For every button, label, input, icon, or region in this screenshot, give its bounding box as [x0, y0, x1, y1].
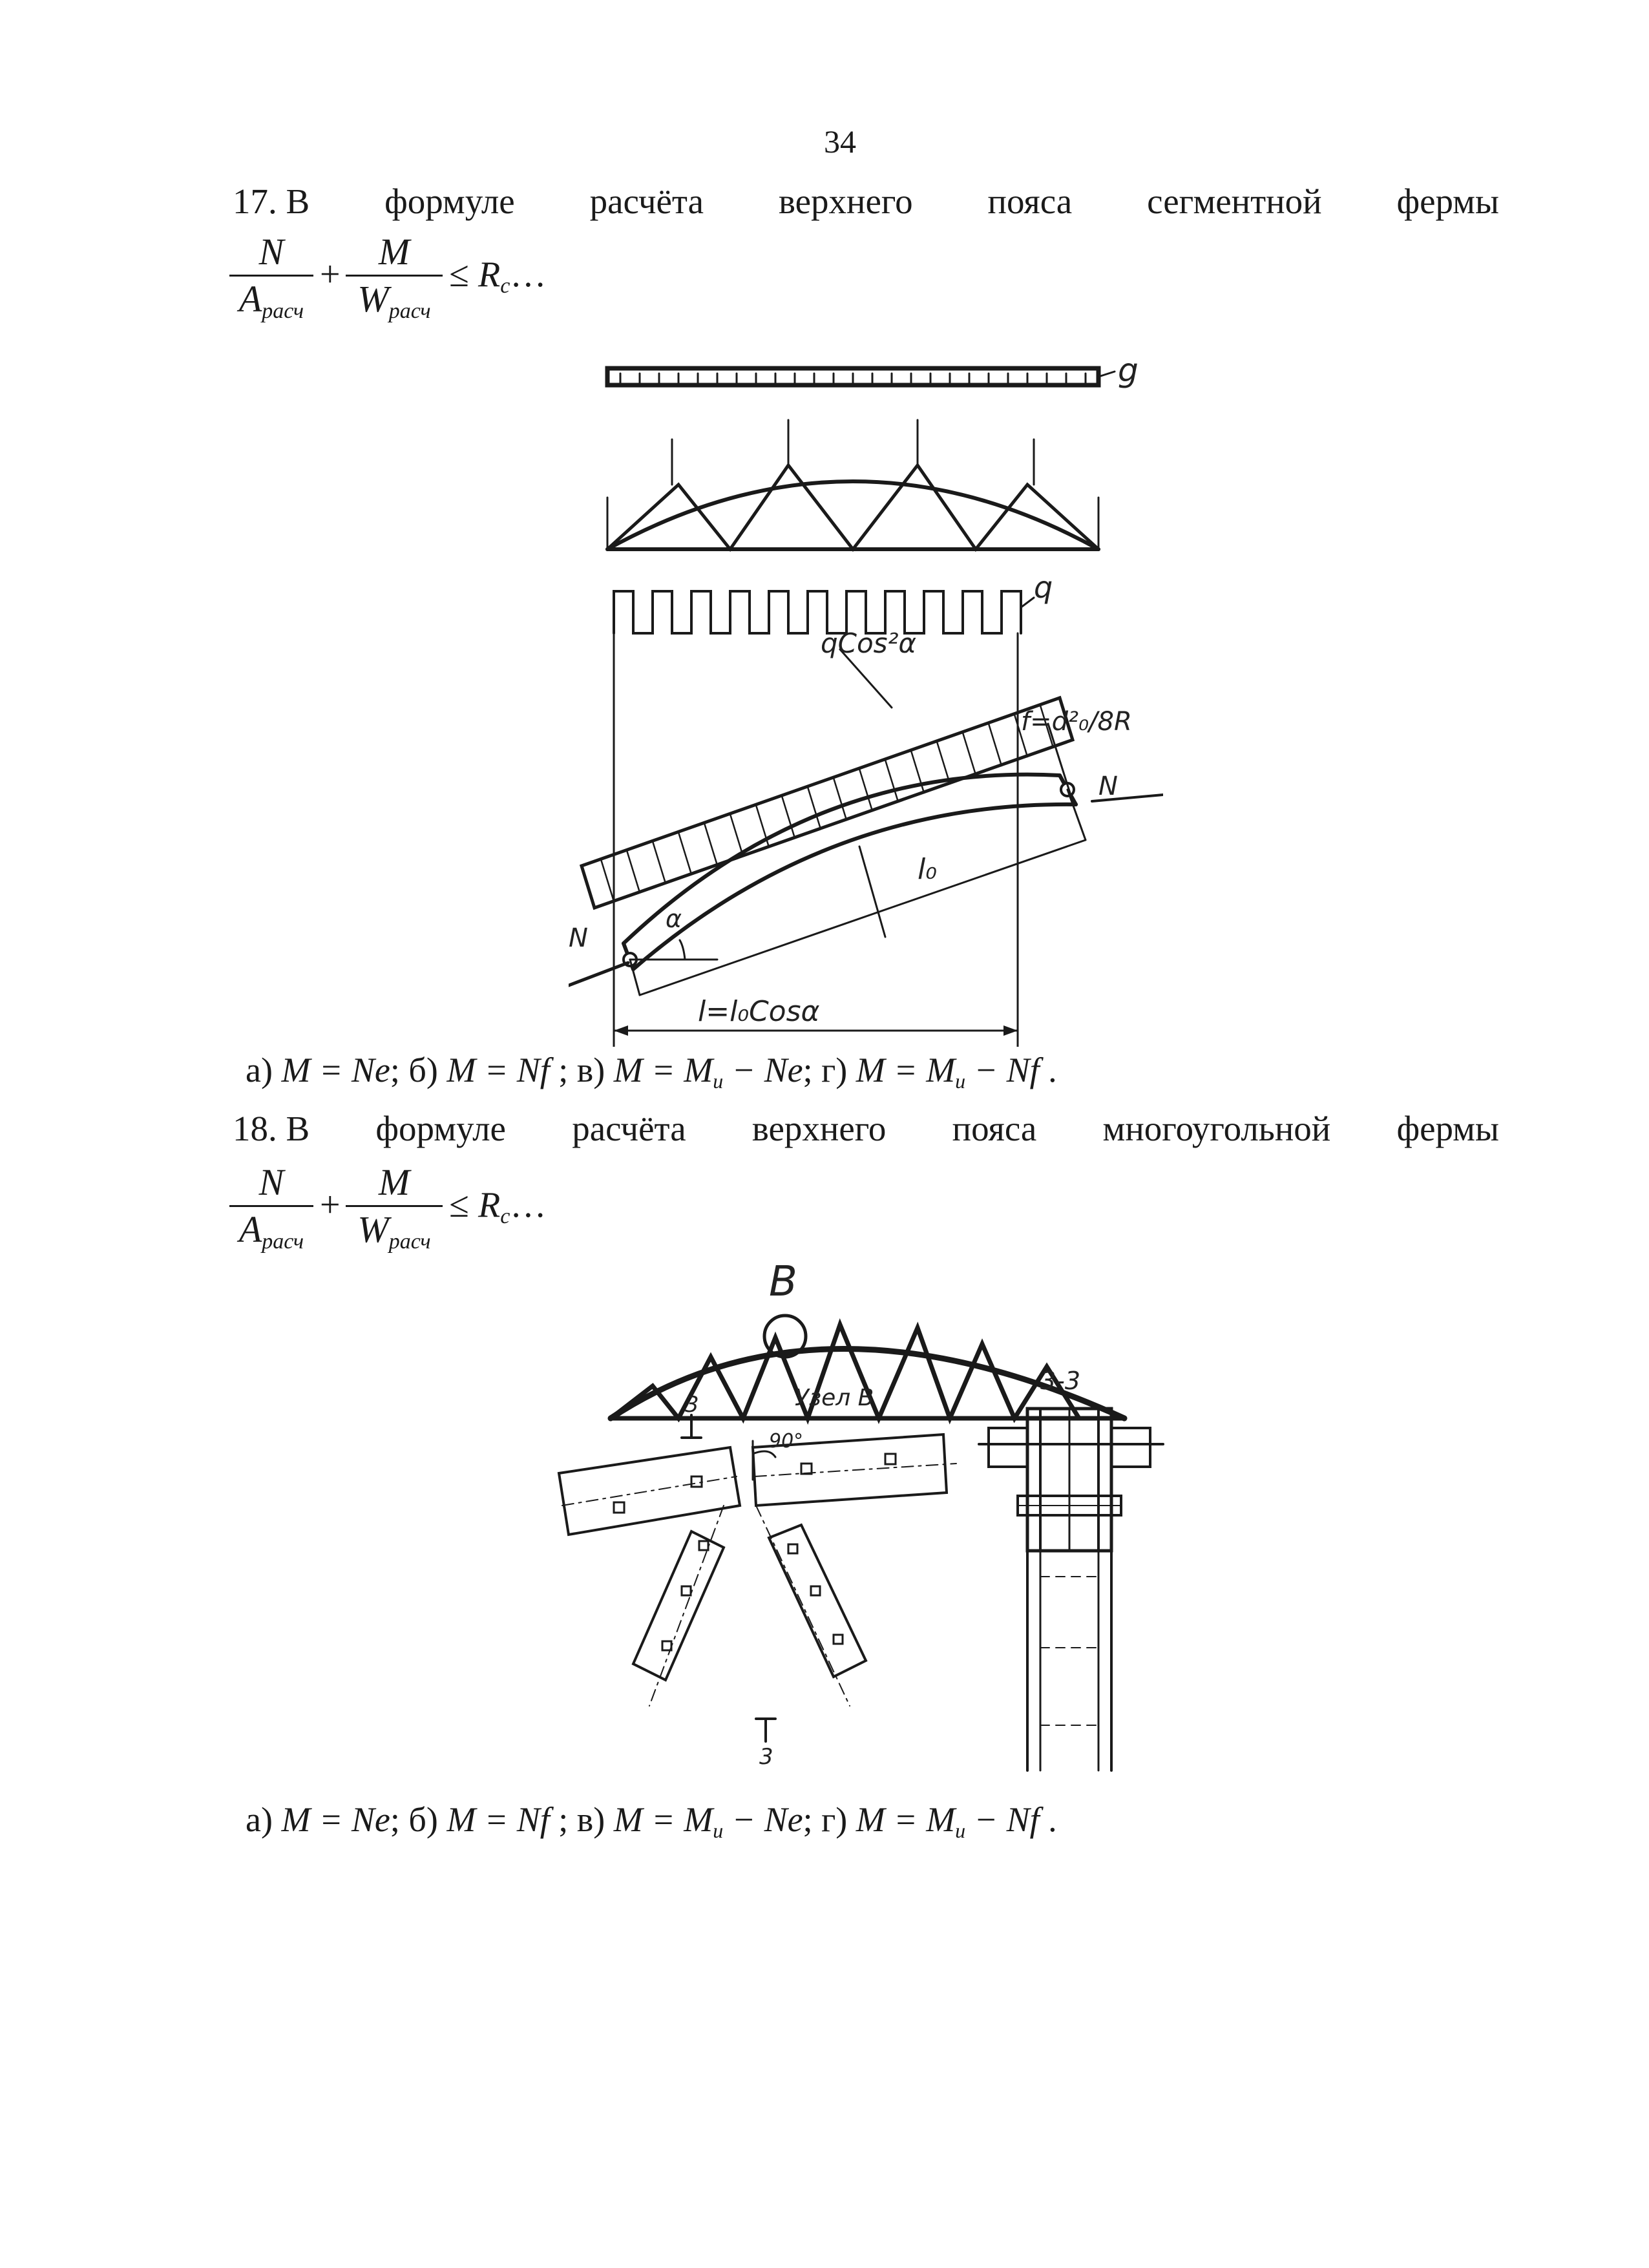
- denominator-w: Wрасч: [357, 1208, 431, 1254]
- q17-word: 17. В: [233, 182, 310, 221]
- label-g: g: [1118, 352, 1139, 389]
- label-node-b: Узел В: [795, 1385, 874, 1411]
- q17-word: пояса: [987, 182, 1073, 221]
- label-qcos2a: qCos²α: [821, 627, 916, 659]
- numerator-m: M: [346, 229, 443, 277]
- q17-word: формуле: [384, 182, 515, 221]
- numerator-m: M: [346, 1160, 443, 1207]
- rc-symbol: Rc…: [478, 255, 547, 298]
- q18-word: фермы: [1396, 1109, 1499, 1148]
- q18-word: верхнего: [751, 1109, 887, 1148]
- q17-word: расчёта: [589, 182, 704, 221]
- page-number: 34: [824, 123, 856, 160]
- label-90-degrees: 90°: [769, 1430, 803, 1453]
- label-n-right: N: [1098, 772, 1118, 801]
- q17-segment-truss-figure: g q qCos²α f=d²₀/8R N N α l₀ l=l₀Cosα: [569, 352, 1163, 1047]
- label-b: B: [769, 1260, 797, 1306]
- label-mark-bottom: 3: [759, 1744, 773, 1770]
- label-n-left: N: [569, 923, 588, 953]
- question-18-text: 18. В формуле расчёта верхнего пояса мно…: [233, 1108, 1499, 1149]
- label-l0: l₀: [918, 853, 937, 886]
- q18-formula: N Aрасч + M Wрасч ≤ Rc…: [229, 1160, 617, 1289]
- fraction-n-over-a: N Aрасч: [229, 1160, 313, 1265]
- fraction-m-over-w: M Wрасч: [346, 1160, 443, 1265]
- numerator-n: N: [229, 229, 313, 277]
- q18-word: формуле: [375, 1109, 506, 1148]
- label-section-3-3: 3-3: [1040, 1367, 1080, 1395]
- q18-word: расчёта: [572, 1109, 686, 1148]
- label-l: l=l₀Cosα: [698, 995, 820, 1028]
- denominator-a: Aрасч: [238, 1208, 304, 1254]
- q17-word: верхнего: [778, 182, 913, 221]
- q18-word: многоугольной: [1102, 1109, 1331, 1148]
- less-equal-sign: ≤: [449, 1185, 469, 1225]
- rc-symbol: Rc…: [478, 1185, 547, 1228]
- plus-sign: +: [320, 255, 341, 295]
- fraction-m-over-w: M Wрасч: [346, 229, 443, 334]
- q18-word: пояса: [952, 1109, 1037, 1148]
- denominator-w: Wрасч: [357, 278, 431, 323]
- label-q: q: [1034, 570, 1053, 605]
- q18-polygonal-truss-figure: B Узел В 90° 3-3 3 3: [557, 1260, 1164, 1772]
- q17-word: сегментной: [1147, 182, 1322, 221]
- label-f: f=d²₀/8R: [1021, 707, 1132, 737]
- less-equal-sign: ≤: [449, 255, 469, 295]
- plus-sign: +: [320, 1185, 341, 1225]
- q17-word: фермы: [1396, 182, 1499, 221]
- q17-answers: а) M = Ne; б) M = Nf ; в) M = Mи − Ne; г…: [246, 1051, 1057, 1093]
- fraction-n-over-a: N Aрасч: [229, 229, 313, 334]
- q18-answers: а) M = Ne; б) M = Nf ; в) M = Mи − Ne; г…: [246, 1800, 1057, 1842]
- label-alpha: α: [666, 905, 682, 933]
- numerator-n: N: [229, 1160, 313, 1207]
- q18-word: 18. В: [233, 1109, 310, 1148]
- q17-formula: N Aрасч + M Wрасч ≤ Rc…: [229, 229, 617, 359]
- denominator-a: Aрасч: [238, 278, 304, 323]
- question-17-text: 17. В формуле расчёта верхнего пояса сег…: [233, 181, 1499, 222]
- label-mark-top: 3: [685, 1392, 699, 1418]
